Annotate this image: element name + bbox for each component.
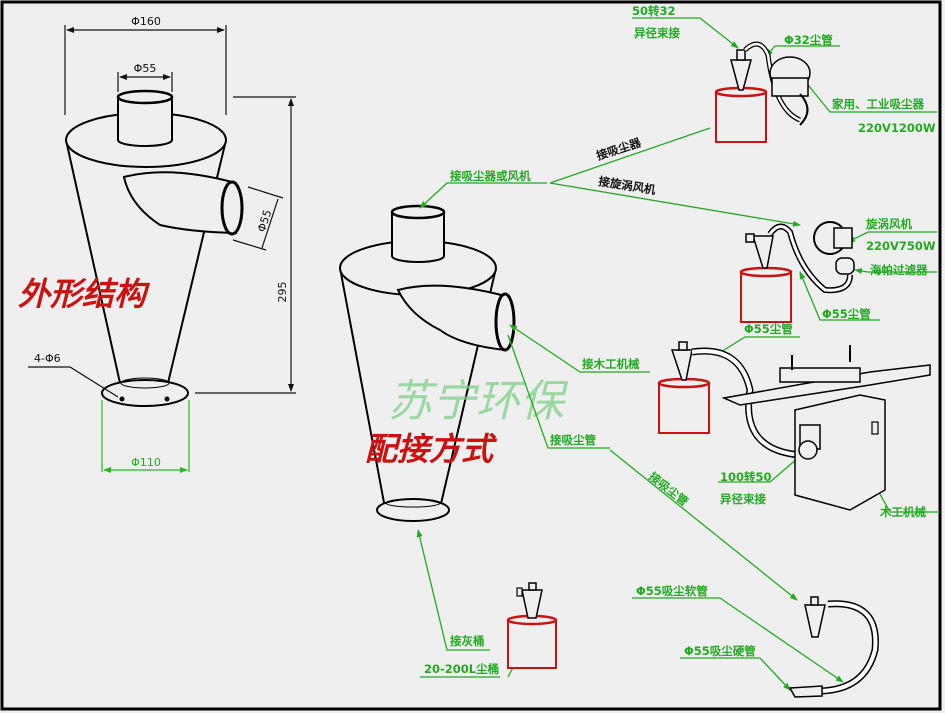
vacuum-power-label: 220V1200W [858, 121, 936, 135]
label-top-outlet: 接吸尘器或风机 [450, 169, 531, 183]
vacuum-device-label: 家用、工业吸尘器 [832, 97, 924, 111]
dimension-lines [28, 25, 296, 398]
dim-height: 295 [276, 282, 289, 303]
dim-top-diameter: Φ160 [131, 15, 161, 28]
connection-title: 配接方式 [365, 430, 498, 468]
vacuum-setup-drawing [714, 41, 811, 143]
blower-hose-label: Φ55尘管 [822, 307, 871, 321]
dim-outlet-diameter: Φ55 [134, 62, 157, 75]
soft-hose-label: Φ55吸尘软管 [636, 584, 708, 598]
woodwork-machine-label: 木工机械 [879, 505, 926, 519]
watermark: 苏宁环保 [388, 376, 569, 427]
woodwork-adapter-line1: 100转50 [720, 470, 772, 484]
dim-holes: 4-Φ6 [34, 352, 61, 365]
leader-lines [416, 17, 940, 691]
blower-filter-label: 海帕过滤器 [870, 263, 928, 277]
blower-setup-drawing [739, 221, 855, 323]
blower-power-label: 220V750W [866, 239, 936, 253]
vacuum-adapter-line2: 异径束接 [634, 26, 680, 40]
label-to-suction-pipe: 接吸尘管 [550, 433, 596, 447]
structure-drawing [65, 89, 244, 407]
label-to-woodworking: 接木工机械 [582, 357, 640, 371]
connection-cyclone [339, 204, 516, 522]
structure-title: 外形结构 [18, 275, 151, 313]
label-bin-volume: 20-200L尘桶 [424, 662, 499, 676]
vacuum-adapter-line1: 50转32 [632, 4, 676, 18]
vacuum-hose-label: Φ32尘管 [784, 33, 833, 47]
hard-pipe-label: Φ55吸尘硬管 [684, 644, 756, 658]
ash-bin-drawing [506, 582, 558, 669]
woodwork-hose-label: Φ55尘管 [744, 322, 793, 336]
blower-device-label: 旋涡风机 [865, 217, 912, 231]
dim-bottom-diameter: Φ110 [131, 456, 161, 469]
bottom-dimension [101, 400, 190, 473]
label-ash-bin: 接灰桶 [450, 634, 485, 648]
woodwork-adapter-line2: 异径束接 [720, 492, 766, 506]
hose-setup-drawing [788, 596, 879, 698]
woodwork-setup-drawing [657, 341, 931, 511]
